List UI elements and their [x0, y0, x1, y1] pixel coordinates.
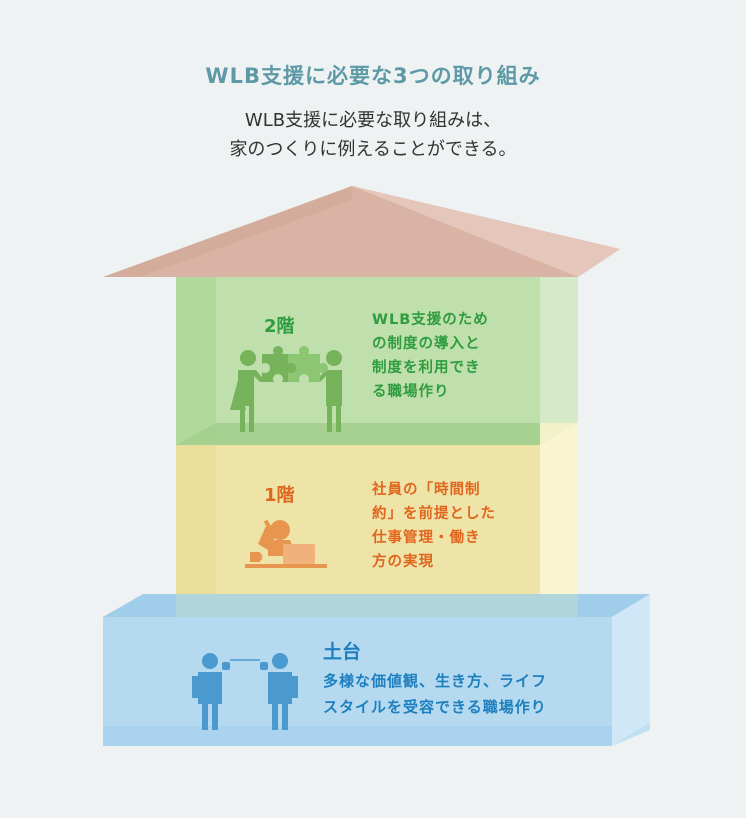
floor-1-line: 約」を前提とした — [372, 506, 496, 522]
diagram-title: WLB支援に必要な3つの取り組み — [205, 64, 541, 88]
floor-1-line: 社員の「時間制 — [372, 482, 481, 498]
diagram-subtitle: WLB支援に必要な取り組みは、 家のつくりに例えることができる。 — [0, 106, 746, 164]
floor-2-description: WLB支援のため の制度の導入と 制度を利用でき る職場作り — [372, 308, 489, 404]
floor-2-line: る職場作り — [372, 384, 450, 400]
floor-1-line: 仕事管理・働き — [372, 530, 481, 546]
floor-2-line: WLB支援のため — [372, 312, 489, 328]
floor-2-line: の制度の導入と — [372, 336, 481, 352]
foundation-line: 多様な価値観、生き方、ライフ — [323, 672, 548, 690]
foundation-line: スタイルを受容できる職場作り — [323, 698, 547, 716]
floor-1-label: 1階 — [264, 485, 295, 506]
foundation-block — [103, 594, 650, 746]
floor-1-description: 社員の「時間制 約」を前提とした 仕事管理・働き 方の実現 — [372, 478, 496, 574]
subtitle-line-1: WLB支援に必要な取り組みは、 — [244, 110, 502, 131]
foundation-label: 土台 — [323, 641, 362, 663]
roof — [103, 186, 620, 277]
puzzle-people-icon — [230, 346, 342, 432]
tin-can-phone-people-icon — [192, 653, 298, 730]
subtitle-line-2: 家のつくりに例えることができる。 — [229, 139, 517, 160]
floor-1-block — [176, 423, 578, 613]
desk-worker-icon — [245, 519, 327, 568]
foundation-description: 多様な価値観、生き方、ライフ スタイルを受容できる職場作り — [323, 668, 547, 720]
floor-1-line: 方の実現 — [372, 554, 434, 570]
floor-2-label: 2階 — [264, 316, 295, 337]
floor-2-line: 制度を利用でき — [372, 360, 481, 376]
